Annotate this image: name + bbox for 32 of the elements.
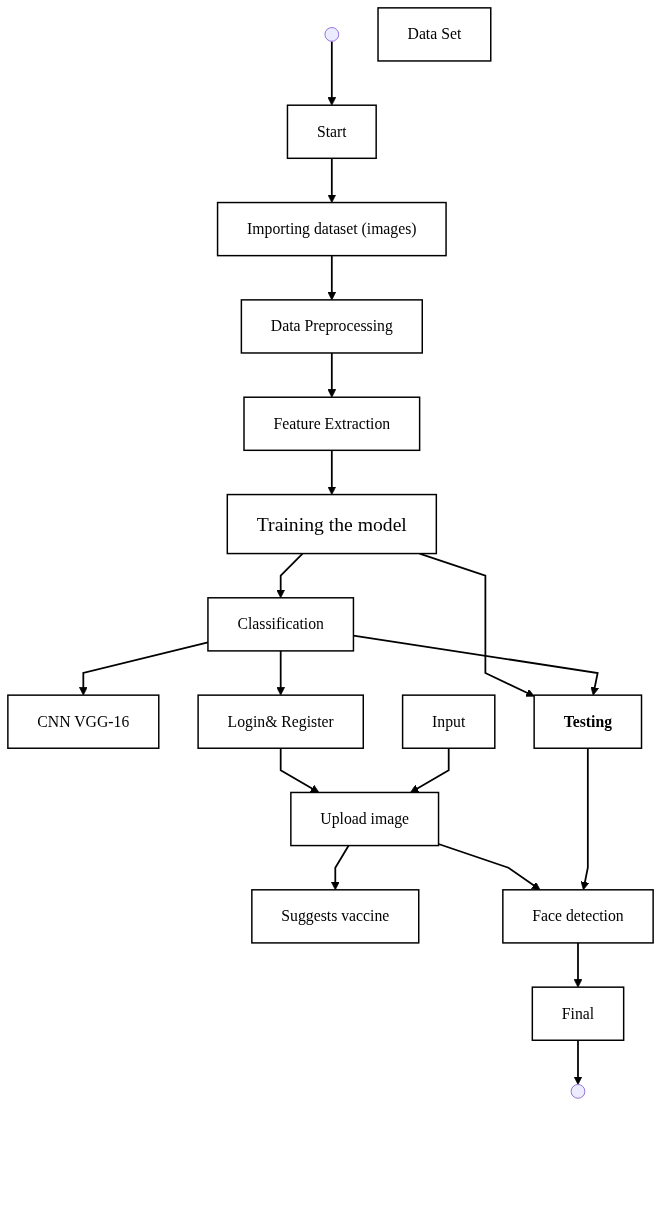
node-box: Face detection [502,889,654,944]
arrow [276,552,304,599]
node-box: Training the model [226,493,438,555]
arrow [437,843,541,891]
arrow [410,747,450,793]
arrow [327,449,337,495]
node-box: Suggests vaccine [251,889,420,944]
node-box: Login& Register [197,694,364,749]
node-box: CNN VGG-16 [7,694,160,749]
node-box: Upload image [290,791,440,847]
node-box: Data Set [377,7,492,62]
arrow [580,747,590,891]
arrow [327,254,337,301]
arrow [327,40,337,106]
node-circle [324,27,340,42]
node-box: Input [401,694,496,749]
arrow [276,650,285,696]
node-box: Final [531,986,625,1041]
node-box: Start [286,104,377,160]
arrow [327,157,337,203]
node-box: Importing dataset (images) [216,201,447,257]
node-box: Feature Extraction [243,396,421,452]
arrow [573,942,583,988]
node-box: Testing [533,694,643,749]
arrow [573,1039,583,1085]
arrow [327,352,337,398]
node-box: Data Preprocessing [240,299,423,354]
node-box: Classification [207,597,355,652]
arrow [330,844,350,891]
arrow [418,552,535,697]
arrow [279,747,320,793]
node-circle [570,1084,586,1099]
